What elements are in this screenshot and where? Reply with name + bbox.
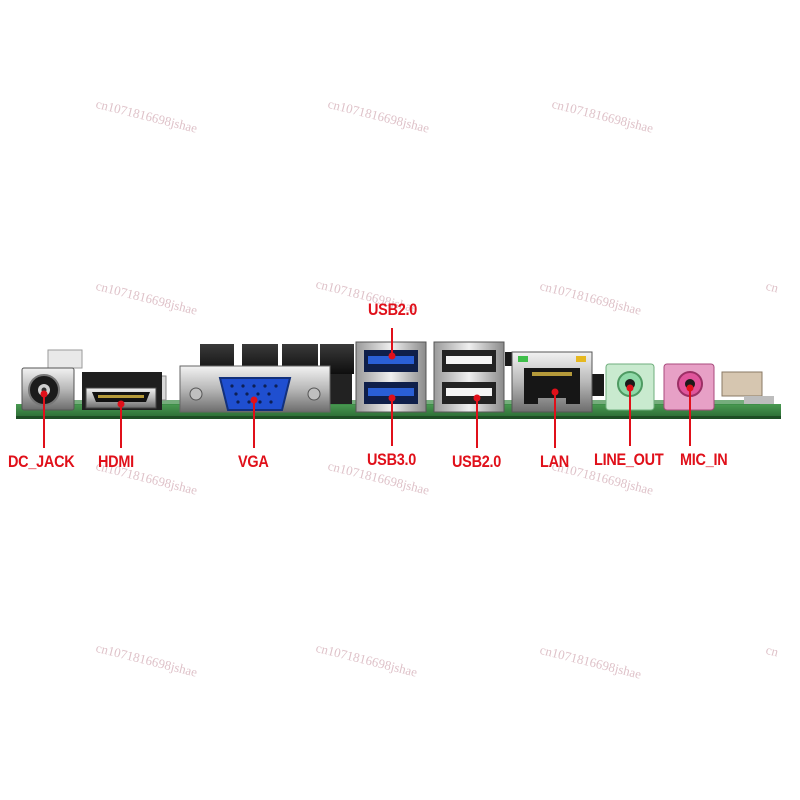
label-mic-in: MIC_IN: [680, 450, 728, 469]
label-vga: VGA: [238, 452, 269, 471]
usb2-port-stack: [433, 341, 505, 413]
label-dc-jack: DC_JACK: [8, 452, 75, 471]
label-usb20-top: USB2.0: [368, 300, 418, 319]
label-usb30: USB3.0: [367, 450, 417, 469]
label-line-out: LINE_OUT: [594, 450, 664, 469]
label-hdmi: HDMI: [98, 452, 134, 471]
dc-jack-port: [21, 367, 75, 411]
label-lan: LAN: [540, 452, 569, 471]
lan-port: [511, 351, 593, 413]
callout-lines: [40, 328, 694, 448]
label-usb20: USB2.0: [452, 452, 502, 471]
hdmi-port: [82, 372, 162, 410]
